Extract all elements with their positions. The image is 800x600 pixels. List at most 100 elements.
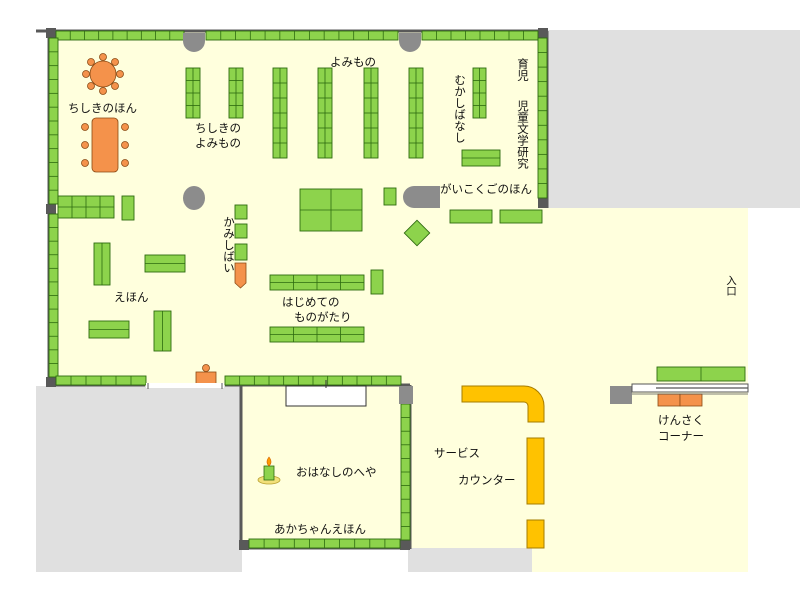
wall-block-tr [538,28,548,38]
chair [81,123,89,131]
shelf-diamond [403,219,431,247]
shelf-left-small [121,195,135,221]
seat-head [202,364,210,372]
chair [111,58,119,66]
shelf-kamishibai-1 [234,204,248,220]
label-chishiki-yomimono-1: ちしきの [195,121,241,135]
kamishibai-stage [234,262,247,289]
wall-shelves [48,30,548,549]
kensaku-wall [631,383,749,395]
label-ehon: えほん [114,290,149,304]
terminal-2 [679,393,703,407]
candle-icon [257,456,281,485]
round-table-set [82,53,124,95]
terminal-1 [657,393,681,407]
shelf-yomimono-1 [272,67,288,159]
label-mukashibanashi: むかしばなし [453,74,467,143]
wall-shelf-story-right [400,403,411,541]
chair [121,123,129,131]
shelf-chishiki-1 [185,67,201,119]
story-room-stage [285,385,367,407]
chair [99,87,107,95]
wall-block-l [46,204,56,214]
shelf-left-upper [57,195,115,219]
long-table [91,117,119,173]
wall-shelf-bottom-1 [55,375,147,386]
label-ikuji: 育児 [516,57,530,82]
wall-shelf-top-2 [205,30,399,41]
wall-shelf-left-1 [48,37,59,205]
pillars [183,33,632,404]
label-chishiki-no-hon: ちしきのほん [68,101,137,115]
shelf-hajimete-bottom [269,326,365,343]
shelf-ehon-3 [88,320,130,339]
counter-bottom [526,519,545,549]
chair [111,82,119,90]
chair [81,159,89,167]
label-service-1: サービス [434,446,480,460]
long-table-set [81,117,129,173]
shelf-yomimono-3 [363,67,379,159]
shelf-yomimono-4 [408,67,424,159]
wall-shelf-bottom-2 [224,375,402,386]
service-counter [461,385,545,549]
shelf-chishiki-2 [228,67,244,119]
label-gaikokugo: がいこくごのほん [440,182,532,196]
counter-curved [461,385,545,423]
tables [81,53,703,407]
story-room-items [257,380,367,485]
wall-block-sb1 [239,540,249,550]
shelf-gaikokugo-2 [499,209,543,224]
shelf-hajimete-small [370,269,384,295]
shelf-small-gaikoku [383,187,397,206]
label-iriguchi: 入口 [725,275,737,296]
label-kensaku-2: コーナー [658,429,704,443]
pillar-top-left [183,33,205,52]
label-akachan: あかちゃんえほん [274,522,366,536]
chair [87,82,95,90]
label-kensaku-1: けんさく [658,413,704,427]
labels: ちしきのほん ちしきの よみもの よみもの むかしばなし 育児 児童文学研究 が… [68,55,737,536]
kensaku-terminals [657,393,703,407]
shelf-kamishibai-2 [234,223,248,239]
wall-shelf-left-2 [48,213,59,378]
shelf-center [299,188,363,232]
pillar-gaikokugo [403,186,440,208]
wall-shelf-top-3 [421,30,539,41]
round-table [89,60,117,88]
wall-block-r [538,198,548,208]
label-chishiki-yomimono-2: よみもの [195,136,241,150]
chair [81,141,89,149]
shelf-yomimono-2 [317,67,333,159]
shelf-kensaku [656,366,746,382]
label-hajimete-2: ものがたり [294,310,352,324]
shelf-hajimete-top [269,274,365,291]
shelf-ehon-4 [153,310,172,352]
pillar-top-right [399,33,421,52]
counter-middle [526,437,545,505]
chair [116,70,124,78]
pillar-story-corner [399,386,413,404]
label-yomimono: よみもの [330,55,376,69]
label-kamishibai: かみしばい [222,216,236,274]
wall-block-sb2 [400,540,410,550]
label-service-2: カウンター [458,473,516,487]
shelf-gaikokugo-1 [449,209,493,224]
wall-block-tl [46,28,56,38]
chair [99,53,107,61]
wall-shelf-top-1 [55,30,185,41]
chair [121,159,129,167]
chair [87,58,95,66]
bookshelves [57,67,746,382]
outside-gray-left-bottom [36,386,242,572]
shelf-kamishibai-3 [234,243,248,261]
wall-block-bl [46,377,56,387]
chair [82,70,90,78]
shelf-mukashibanashi [472,67,487,119]
label-hajimete-1: はじめての [282,295,340,309]
shelf-ehon-2 [144,254,186,273]
shelf-ehon-1 [93,242,111,286]
label-ohanashi: おはなしのへや [296,465,377,479]
chair [121,141,129,149]
